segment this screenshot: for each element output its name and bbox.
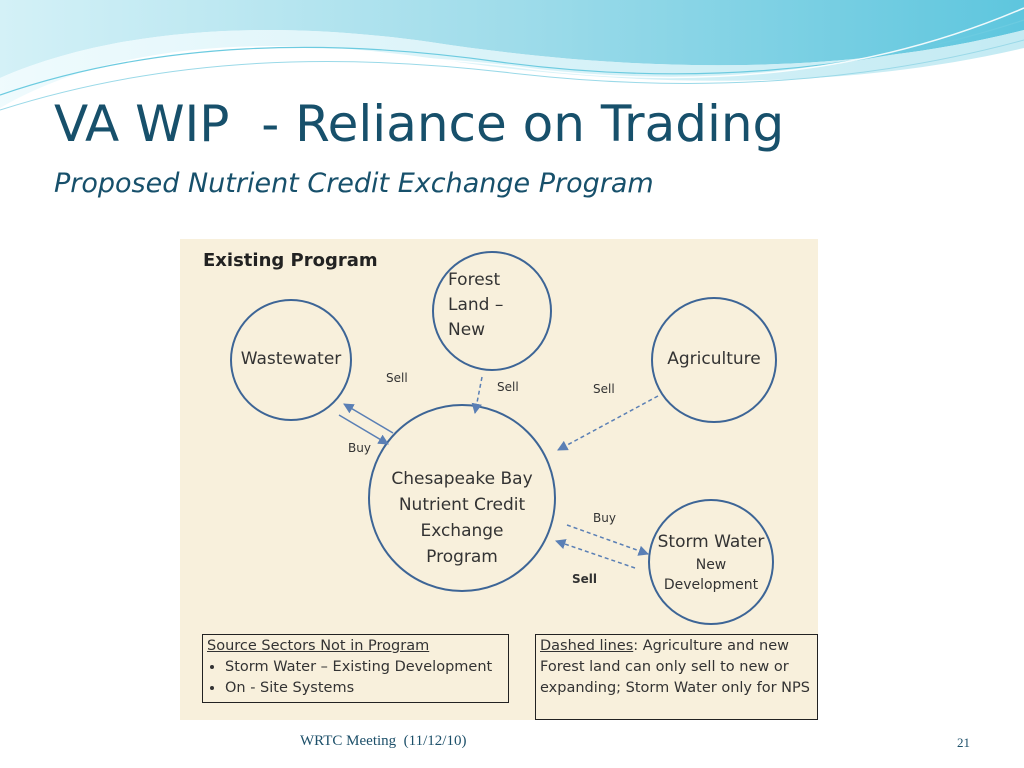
wastewater-label: Wastewater bbox=[231, 347, 351, 372]
program-diagram: Existing Program Wastewater Forest Land … bbox=[180, 239, 818, 720]
exchange-line-1: Chesapeake Bay bbox=[391, 469, 533, 489]
wastewater-sell-label: Sell bbox=[386, 371, 408, 385]
storm-water-text: Storm Water bbox=[657, 532, 765, 552]
agriculture-sell-arrow bbox=[557, 395, 659, 451]
wastewater-text: Wastewater bbox=[240, 349, 342, 369]
wastewater-sell-arrow bbox=[343, 403, 394, 434]
page-number: 21 bbox=[957, 735, 970, 750]
dashed-lines-note-box: Dashed lines: Agriculture and new Forest… bbox=[535, 634, 818, 720]
forest-line-2: Land – bbox=[448, 295, 504, 315]
agriculture-sell-label: Sell bbox=[593, 382, 615, 396]
slide-title: VA WIP - Reliance on Trading bbox=[54, 95, 785, 153]
excluded-sectors-list: Storm Water – Existing Development On - … bbox=[207, 657, 504, 699]
storm-water-circle bbox=[648, 499, 774, 625]
exchange-label: Chesapeake Bay Nutrient Credit Exchange … bbox=[372, 466, 552, 570]
list-item: On - Site Systems bbox=[225, 678, 504, 699]
excluded-sectors-box: Source Sectors Not in Program Storm Wate… bbox=[202, 634, 509, 703]
exchange-line-3: Exchange bbox=[420, 521, 504, 541]
diagram-heading: Existing Program bbox=[203, 250, 378, 271]
storm-sub-line-2: Development bbox=[663, 577, 759, 593]
header-swoosh-decoration bbox=[0, 0, 1024, 111]
wastewater-buy-arrow bbox=[338, 414, 389, 445]
slide-footer: WRTC Meeting (11/12/10) bbox=[300, 733, 467, 749]
wastewater-buy-label: Buy bbox=[348, 441, 371, 455]
storm-water-label: Storm Water New Development bbox=[646, 530, 776, 595]
storm-sub-line-1: New bbox=[695, 557, 727, 573]
exchange-line-2: Nutrient Credit bbox=[398, 495, 526, 515]
forest-sell-label: Sell bbox=[497, 380, 519, 394]
forest-line-1: Forest bbox=[448, 270, 501, 290]
exchange-line-4: Program bbox=[426, 547, 498, 567]
storm-buy-arrow bbox=[566, 524, 649, 556]
agriculture-label: Agriculture bbox=[652, 347, 776, 372]
agriculture-circle bbox=[651, 297, 777, 423]
excluded-sectors-heading: Source Sectors Not in Program bbox=[207, 638, 430, 654]
dashed-lines-note-text: : Agriculture and new Forest land can on… bbox=[540, 638, 810, 696]
forest-label: Forest Land – New bbox=[448, 268, 538, 343]
forest-sell-arrow bbox=[471, 376, 483, 415]
diagram-graphics bbox=[230, 251, 777, 625]
wastewater-circle bbox=[230, 299, 352, 421]
storm-buy-label: Buy bbox=[593, 511, 616, 525]
forest-circle bbox=[432, 251, 552, 371]
agriculture-text: Agriculture bbox=[667, 349, 761, 369]
storm-sell-label: Sell bbox=[572, 572, 598, 586]
dashed-lines-note-heading: Dashed lines bbox=[540, 638, 634, 654]
forest-line-3: New bbox=[448, 320, 486, 340]
list-item: Storm Water – Existing Development bbox=[225, 657, 504, 678]
slide-subtitle: Proposed Nutrient Credit Exchange Progra… bbox=[54, 168, 654, 199]
exchange-circle bbox=[368, 404, 556, 592]
